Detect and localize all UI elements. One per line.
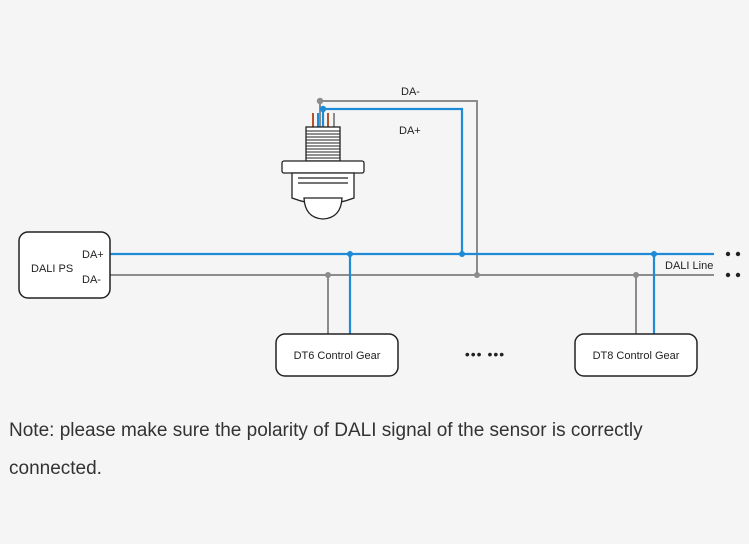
da-minus-wiring <box>110 100 714 334</box>
dali-line-label: DALI Line <box>665 260 713 272</box>
dt8-gear-label: DT8 Control Gear <box>593 350 680 362</box>
junction-dots <box>316 97 657 278</box>
dali-power-supply: DALI PS DA+ DA- <box>18 231 111 299</box>
ps-da-minus-label: DA- <box>82 274 101 286</box>
dt6-gear-label: DT6 Control Gear <box>294 350 381 362</box>
dali-wiring-diagram: DALI PS DA+ DA- DA- DA+ DALI Line DT6 Co… <box>18 86 741 377</box>
polarity-note: Note: please make sure the polarity of D… <box>9 420 643 479</box>
dt8-control-gear: DT8 Control Gear <box>574 333 698 377</box>
sensor-da-minus-label: DA- <box>401 86 420 98</box>
sensor-da-plus-label: DA+ <box>399 125 421 137</box>
da-plus-wiring <box>110 107 714 334</box>
line-continuation-dots <box>725 251 741 278</box>
ps-da-plus-label: DA+ <box>82 249 104 261</box>
more-gear-ellipsis: ••• ••• <box>465 346 505 362</box>
sensor-icon <box>281 113 365 220</box>
dali-ps-label: DALI PS <box>31 263 73 275</box>
dt6-control-gear: DT6 Control Gear <box>275 333 399 377</box>
